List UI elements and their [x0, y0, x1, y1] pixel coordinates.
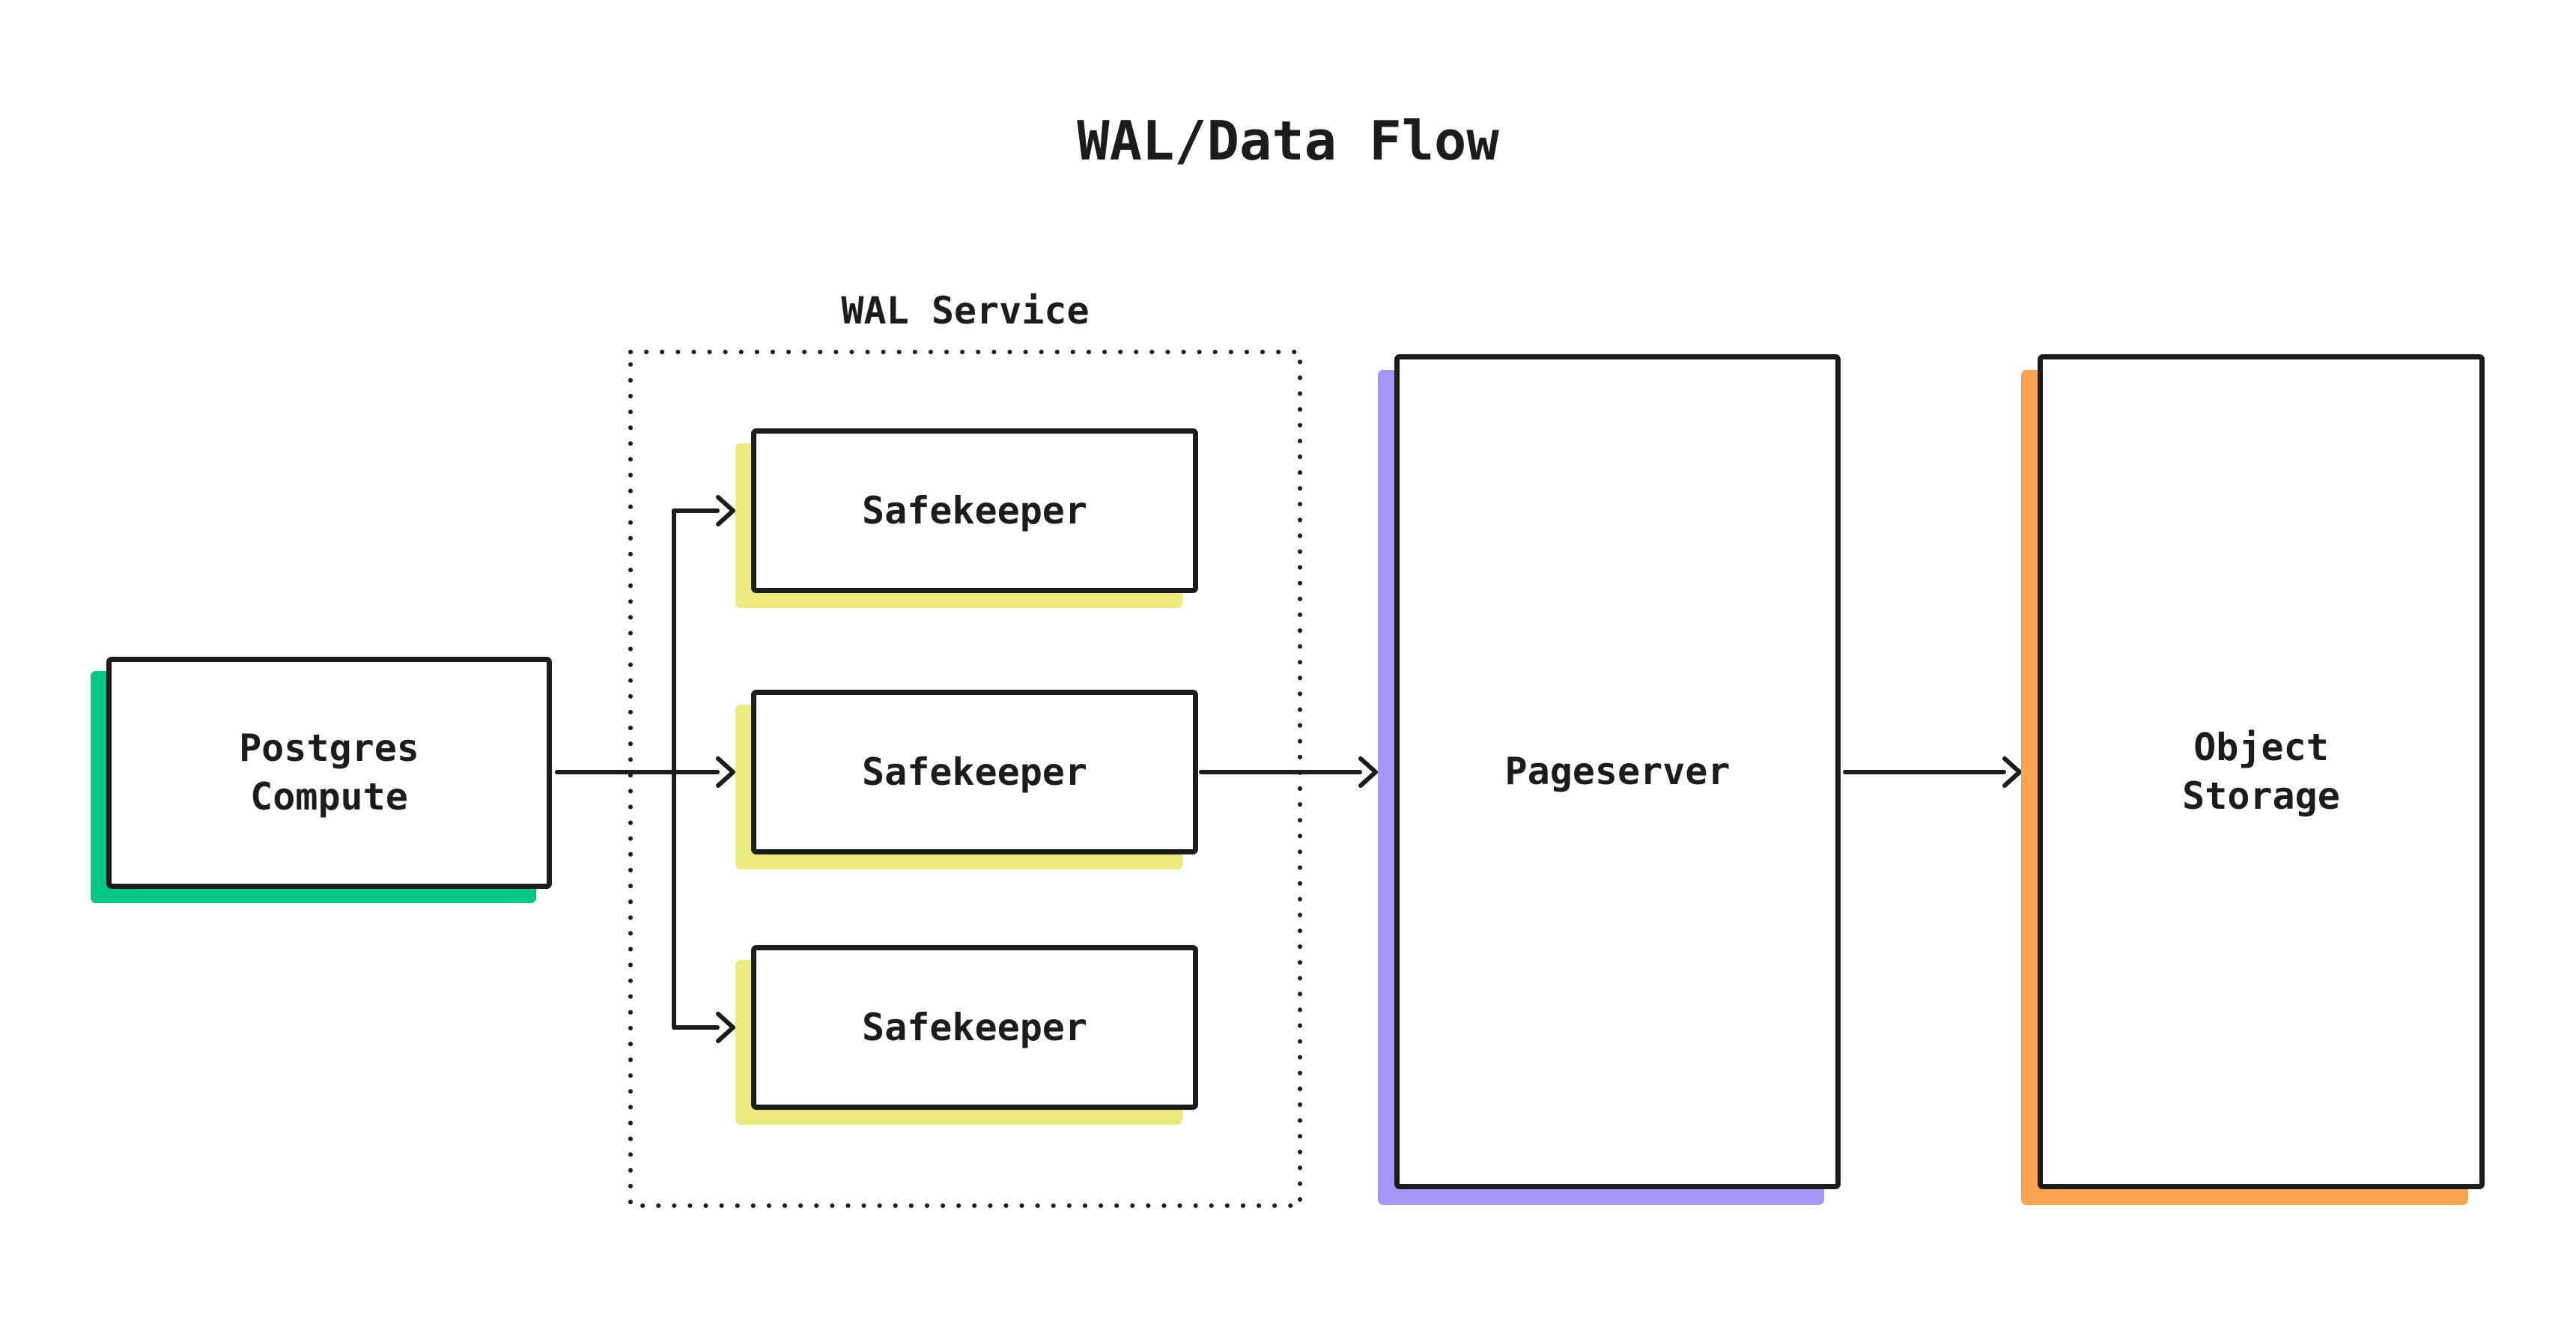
wal-service-label: WAL Service [841, 289, 1090, 332]
diagram-title: WAL/Data Flow [1077, 109, 1499, 172]
node-label: Pageserver [1504, 750, 1731, 793]
arrowhead-safekeeper-3 [716, 1012, 735, 1043]
edge-branch-safekeepers [672, 508, 720, 1030]
node-label-line: Object [2193, 725, 2329, 769]
node-label: Safekeeper [861, 1005, 1088, 1049]
node-safekeeper-3: Safekeeper [751, 945, 1198, 1110]
node-pageserver: Pageserver [1394, 354, 1841, 1189]
node-safekeeper-1: Safekeeper [751, 428, 1198, 593]
node-label-line: Postgres [239, 726, 419, 770]
arrowhead-safekeeper-2 [716, 756, 735, 788]
node-label-line: Storage [2182, 774, 2340, 818]
arrowhead-safekeeper-1 [716, 495, 735, 526]
node-safekeeper-2: Safekeeper [751, 690, 1198, 854]
node-postgres-compute: Postgres Compute [106, 657, 552, 889]
node-label-line: Compute [250, 775, 408, 819]
arrowhead-pageserver [1358, 756, 1378, 788]
node-label: Safekeeper [861, 488, 1088, 532]
arrowhead-object-storage [2002, 756, 2022, 788]
node-object-storage: Object Storage [2038, 354, 2485, 1189]
node-label: Safekeeper [861, 750, 1088, 794]
